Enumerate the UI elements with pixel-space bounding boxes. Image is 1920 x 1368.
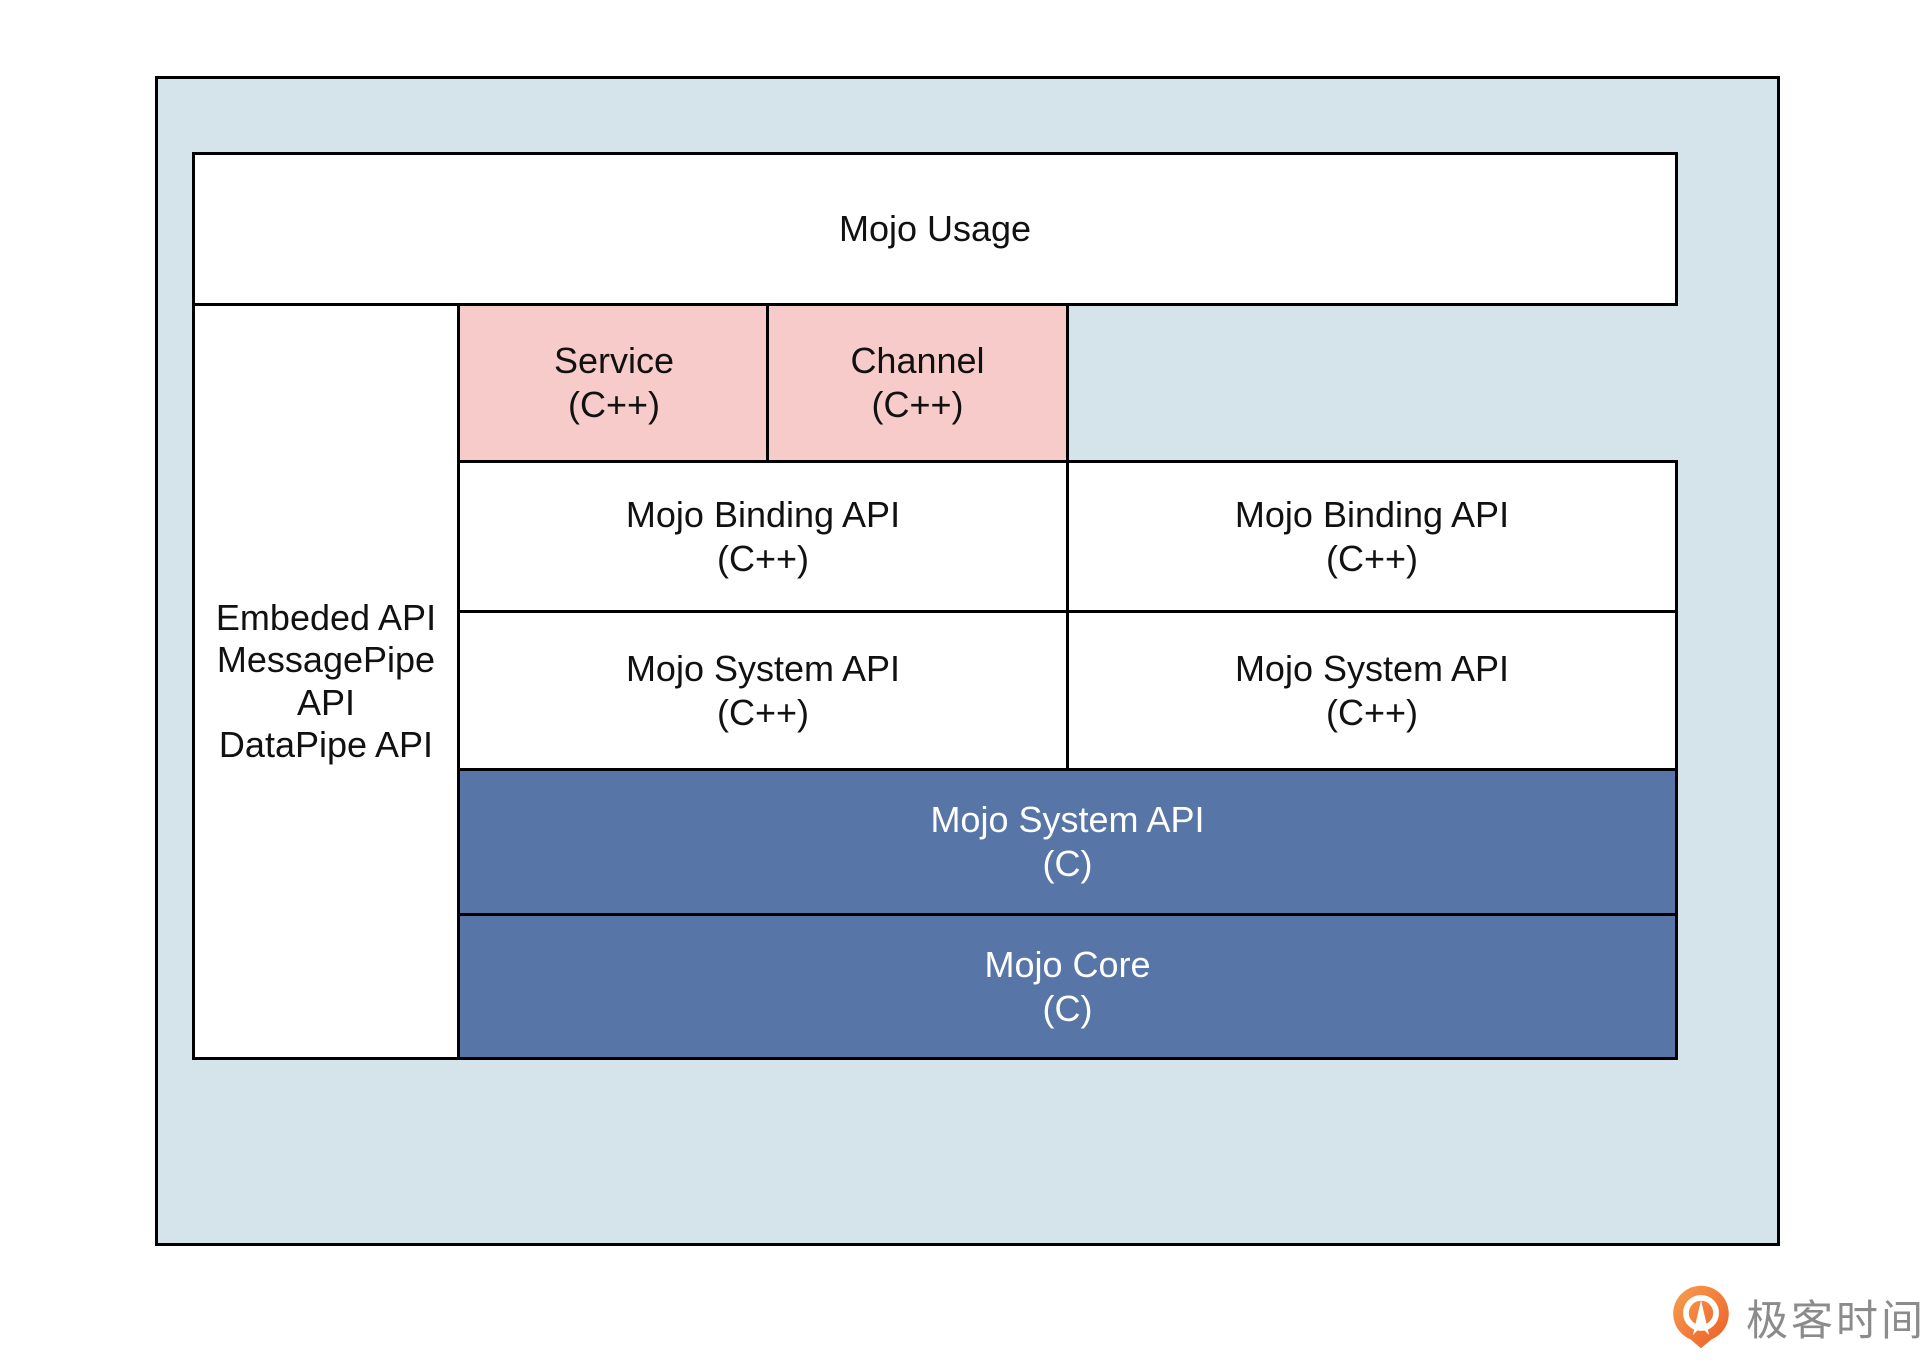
system-c-title: Mojo System API xyxy=(930,799,1205,841)
system-cpp-right-title: Mojo System API xyxy=(1234,647,1510,689)
binding-right-title: Mojo Binding API xyxy=(1234,493,1510,535)
system-cpp-left-lang: (C++) xyxy=(716,691,810,733)
core-lang: (C) xyxy=(1042,987,1093,1029)
embedded-api-text: Embeded API MessagePipe API DataPipe API xyxy=(208,597,444,767)
embedded-api-column: Embeded API MessagePipe API DataPipe API xyxy=(192,303,460,1060)
datapipe-api-line: DataPipe API xyxy=(218,723,434,765)
geektime-pin-icon xyxy=(1672,1284,1730,1350)
service-title: Service xyxy=(553,340,675,382)
mojo-binding-api-right-box: Mojo Binding API (C++) xyxy=(1066,460,1678,613)
core-title: Mojo Core xyxy=(984,943,1151,985)
system-cpp-right-lang: (C++) xyxy=(1325,691,1419,733)
channel-lang: (C++) xyxy=(871,384,964,425)
mojo-binding-api-left-box: Mojo Binding API (C++) xyxy=(457,460,1069,613)
binding-left-lang: (C++) xyxy=(716,537,810,579)
channel-title: Channel xyxy=(850,340,985,382)
channel-box: Channel (C++) xyxy=(766,303,1069,463)
mojo-core-box: Mojo Core (C) xyxy=(457,913,1678,1060)
geektime-brand: 极客时间 xyxy=(1672,1283,1920,1351)
embedded-api-line: Embeded API xyxy=(215,596,437,638)
mojo-system-api-cpp-left-box: Mojo System API (C++) xyxy=(457,610,1069,771)
system-cpp-left-title: Mojo System API xyxy=(625,647,901,689)
mojo-system-api-cpp-right-box: Mojo System API (C++) xyxy=(1066,610,1678,771)
binding-right-lang: (C++) xyxy=(1325,537,1419,579)
service-box: Service (C++) xyxy=(457,303,771,463)
system-c-lang: (C) xyxy=(1042,843,1093,884)
mojo-system-api-c-box: Mojo System API (C) xyxy=(457,768,1678,916)
binding-left-title: Mojo Binding API xyxy=(625,493,901,535)
service-lang: (C++) xyxy=(567,384,661,425)
geektime-brand-text: 极客时间 xyxy=(1746,1296,1920,1344)
messagepipe-api-line: MessagePipe API xyxy=(216,639,436,723)
diagram-canvas: Mojo Usage Embeded API MessagePipe API D… xyxy=(155,76,1780,1246)
mojo-usage-box: Mojo Usage xyxy=(192,152,1678,306)
mojo-usage-label: Mojo Usage xyxy=(838,208,1032,250)
